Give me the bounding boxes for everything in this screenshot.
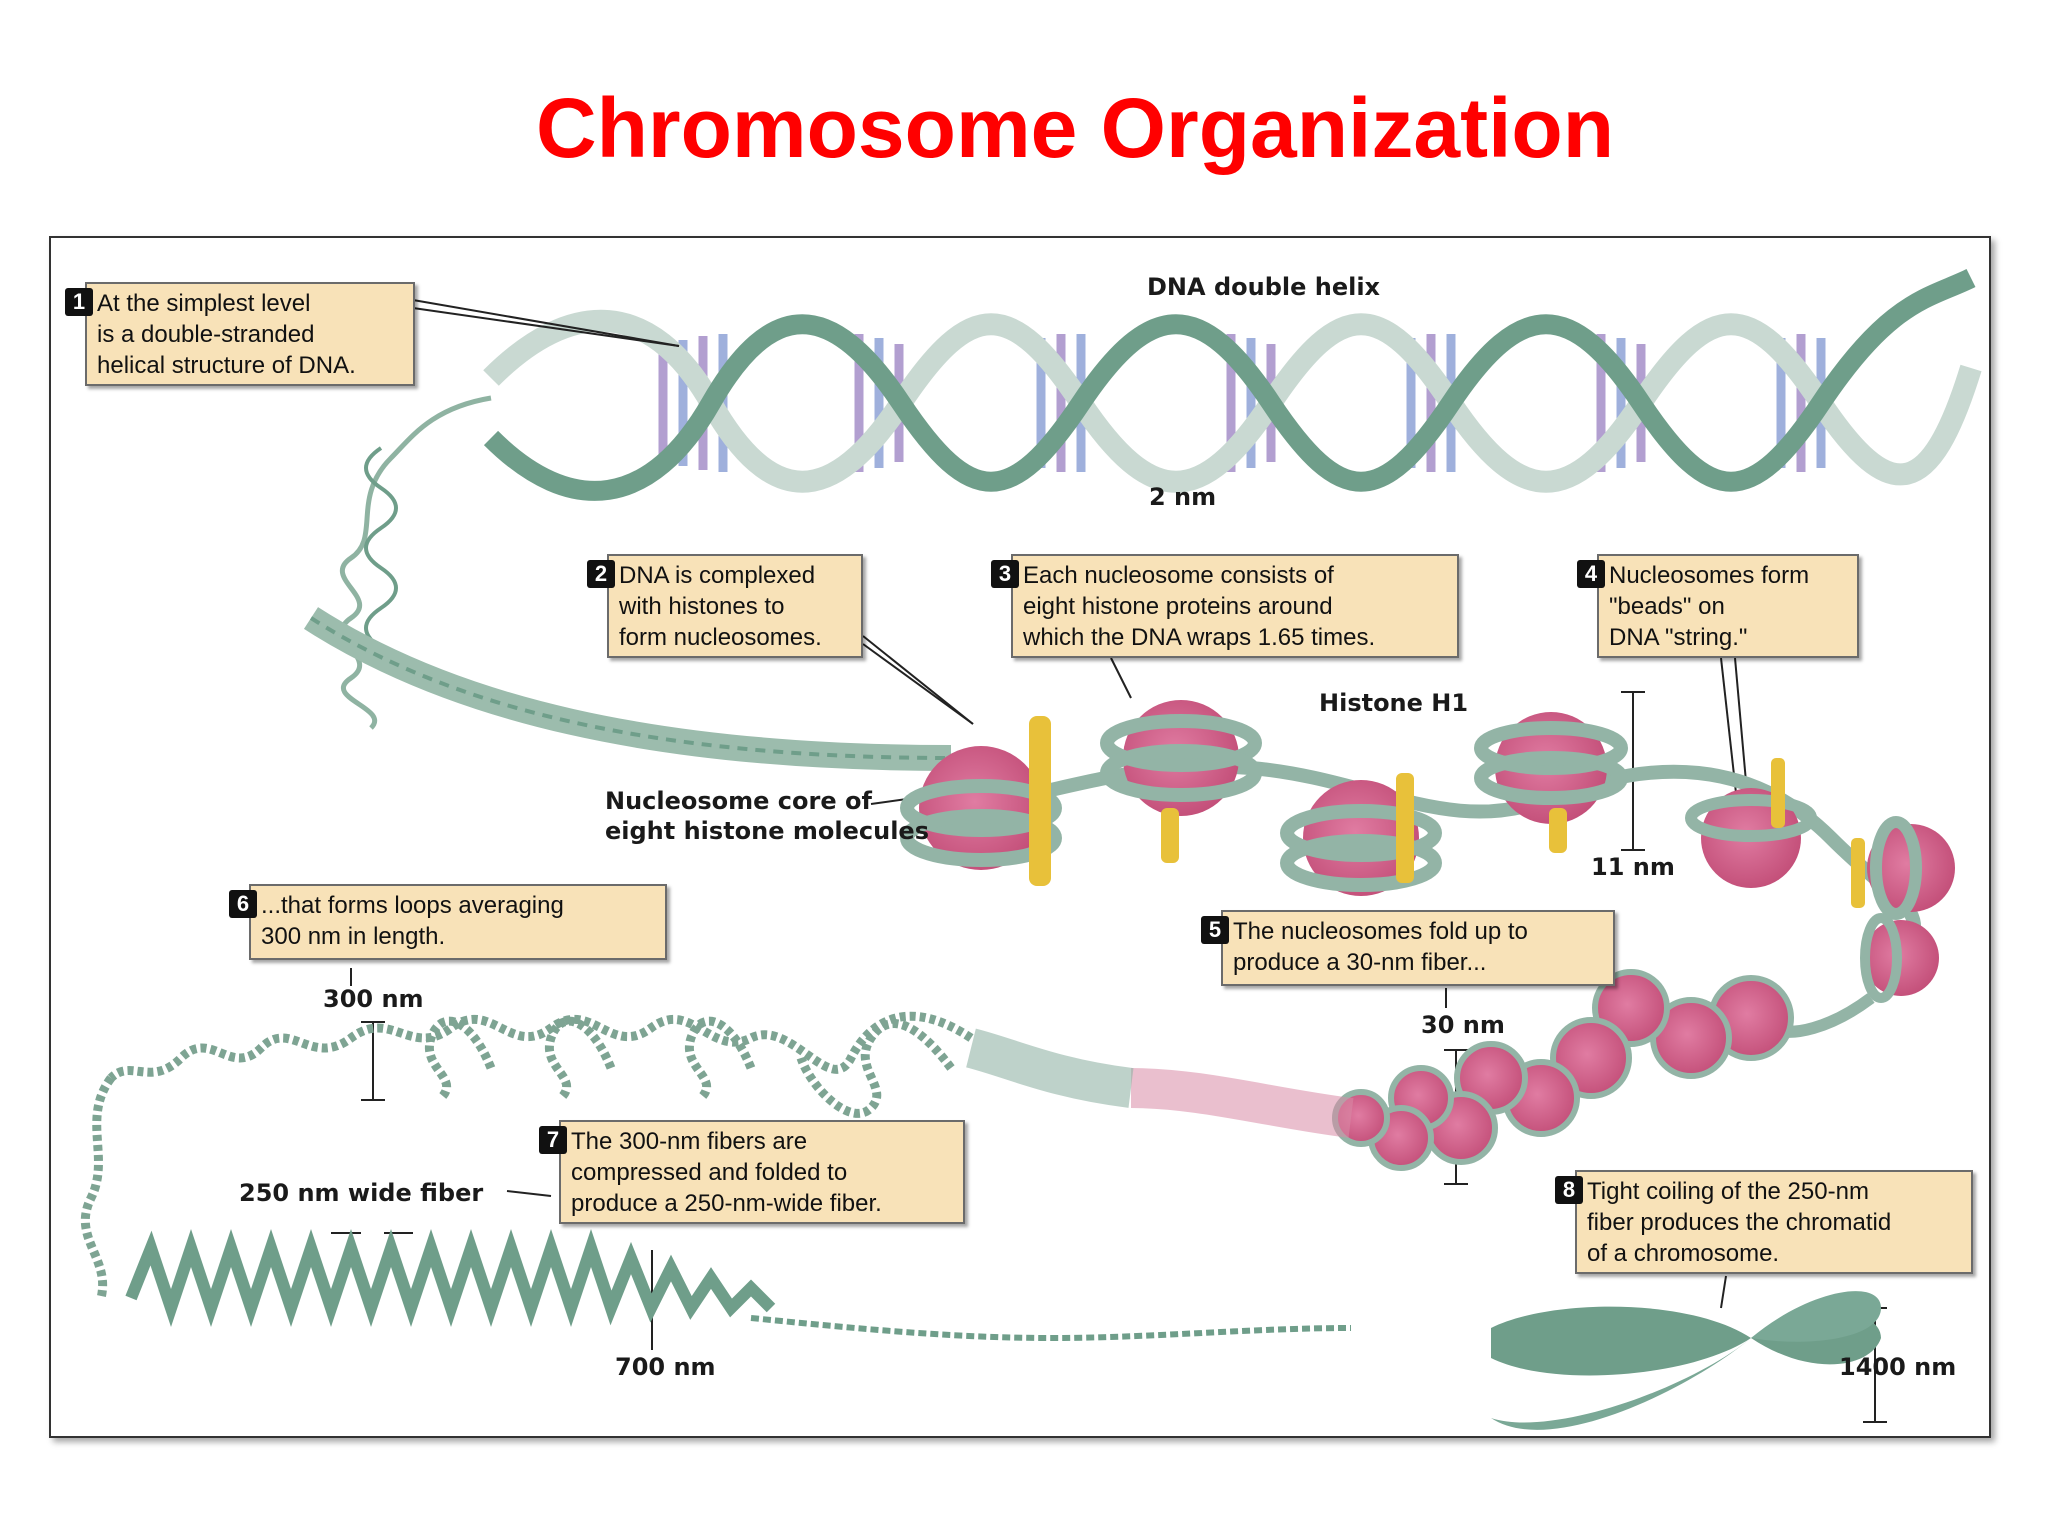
callout-3: 3 Each nucleosome consists of eight hist… [991,554,1459,658]
callout-8: 8 Tight coiling of the 250-nm fiber prod… [1555,1170,1973,1274]
callout-4: 4 Nucleosomes form "beads" on DNA "strin… [1577,554,1859,658]
label-30-nm: 30 nm [1421,1011,1505,1039]
label-1400-nm: 1400 nm [1839,1353,1957,1381]
callout-1: 1 At the simplest level is a double-stra… [65,282,415,386]
label-700-nm: 700 nm [615,1353,716,1381]
label-dna-double-helix: DNA double helix [1147,273,1381,301]
callout-number: 6 [229,890,257,918]
callout-text: Tight coiling of the 250-nm fiber produc… [1587,1178,1892,1267]
callout-number: 8 [1555,1176,1583,1204]
callout-number: 3 [991,560,1019,588]
label-2-nm: 2 nm [1149,483,1217,511]
callout-5: 5 The nucleosomes fold up to produce a 3… [1201,910,1615,986]
thirty-nm-fiber [965,969,1875,1171]
callout-text: The 300-nm fibers are compressed and fol… [571,1128,882,1217]
callout-text: Each nucleosome consists of eight histon… [1023,562,1376,651]
three-hundred-nm-loops [80,1011,974,1300]
callout-text: ...that forms loops averaging 300 nm in … [261,892,564,950]
callout-number: 7 [539,1126,567,1154]
page-title: Chromosome Organization [535,81,1615,175]
callout-number: 5 [1201,916,1229,944]
callout-text: Nucleosomes form "beads" on DNA "string.… [1609,562,1810,651]
callout-6: 6 ...that forms loops averaging 300 nm i… [229,884,667,960]
chromatid-chromosome [1491,1291,1881,1430]
label-300-nm: 300 nm [323,985,424,1013]
callout-7: 7 The 300-nm fibers are compressed and f… [539,1120,965,1224]
callout-text: At the simplest level is a double-strand… [97,290,356,379]
label-11-nm: 11 nm [1591,853,1675,881]
callout-text: DNA is complexed with histones to form n… [619,562,822,651]
chromosome-diagram [80,269,1982,1430]
callout-number: 4 [1577,560,1605,588]
nucleosome-string [303,607,1955,1003]
diagram-panel: 1 At the simplest level is a double-stra… [49,236,1991,1438]
label-histone-h1: Histone H1 [1319,689,1469,717]
dna-double-helix [340,269,1982,730]
callout-number: 2 [587,560,615,588]
label-nucleosome-core: Nucleosome core of eight histone molecul… [605,787,929,845]
callout-2: 2 DNA is complexed with histones to form… [587,554,863,658]
callout-number: 1 [65,288,93,316]
coiled-fiber [125,1229,1352,1342]
label-250-nm-fiber: 250 nm wide fiber [239,1179,484,1207]
callout-text: The nucleosomes fold up to produce a 30-… [1233,918,1528,976]
